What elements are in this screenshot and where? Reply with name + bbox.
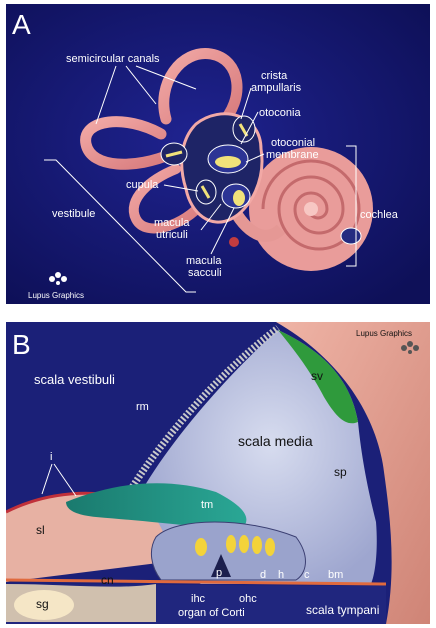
label-macula-utriculi-line1: macula xyxy=(154,217,190,229)
label-cupula: cupula xyxy=(126,179,159,191)
label-macula-sacculi-line2: sacculi xyxy=(188,267,222,279)
label-c: c xyxy=(304,569,310,581)
label-scala-media: scala media xyxy=(238,433,313,449)
label-semicircular-canals: semicircular canals xyxy=(66,53,160,65)
credit-b: Lupus Graphics xyxy=(356,329,412,338)
label-h: h xyxy=(278,569,284,581)
label-scala-vestibuli: scala vestibuli xyxy=(34,372,115,387)
panel-a-illustration: A semicircular canals crista ampullaris … xyxy=(6,4,430,304)
label-macula-sacculi-line1: macula xyxy=(186,255,222,267)
panel-b-cochlear-duct: B scala vestibuli rm sv scala media sp i… xyxy=(6,322,430,624)
panel-a-letter: A xyxy=(12,9,31,40)
label-sg: sg xyxy=(36,597,49,611)
label-otoconia: otoconia xyxy=(259,107,301,119)
label-sv: sv xyxy=(311,369,323,383)
panel-a-inner-ear: A semicircular canals crista ampullaris … xyxy=(6,4,430,304)
label-rm: rm xyxy=(136,401,149,413)
label-ohc: ohc xyxy=(239,593,257,605)
label-p: p xyxy=(216,567,222,579)
label-otoconial-line1: otoconial xyxy=(271,137,315,149)
label-tm: tm xyxy=(201,499,213,511)
label-macula-utriculi-line2: utriculi xyxy=(156,229,188,241)
cochlea-shape xyxy=(249,147,373,271)
label-i: i xyxy=(50,451,52,463)
label-organ-of-corti: organ of Corti xyxy=(178,607,245,619)
label-d: d xyxy=(260,569,266,581)
label-cn: cn xyxy=(101,573,114,587)
label-cochlea: cochlea xyxy=(360,209,399,221)
credit-a: Lupus Graphics xyxy=(28,291,84,300)
label-otoconial-line2: membrane xyxy=(266,149,319,161)
label-crista-line2: ampullaris xyxy=(251,82,302,94)
panel-b-letter: B xyxy=(12,329,31,360)
label-scala-tympani: scala tympani xyxy=(306,603,379,617)
label-crista-line1: crista xyxy=(261,70,288,82)
label-bm: bm xyxy=(328,569,343,581)
label-sp: sp xyxy=(334,465,347,479)
label-sl: sl xyxy=(36,523,45,537)
panel-b-illustration: B scala vestibuli rm sv scala media sp i… xyxy=(6,322,430,624)
label-ihc: ihc xyxy=(191,593,206,605)
label-vestibule: vestibule xyxy=(52,208,95,220)
